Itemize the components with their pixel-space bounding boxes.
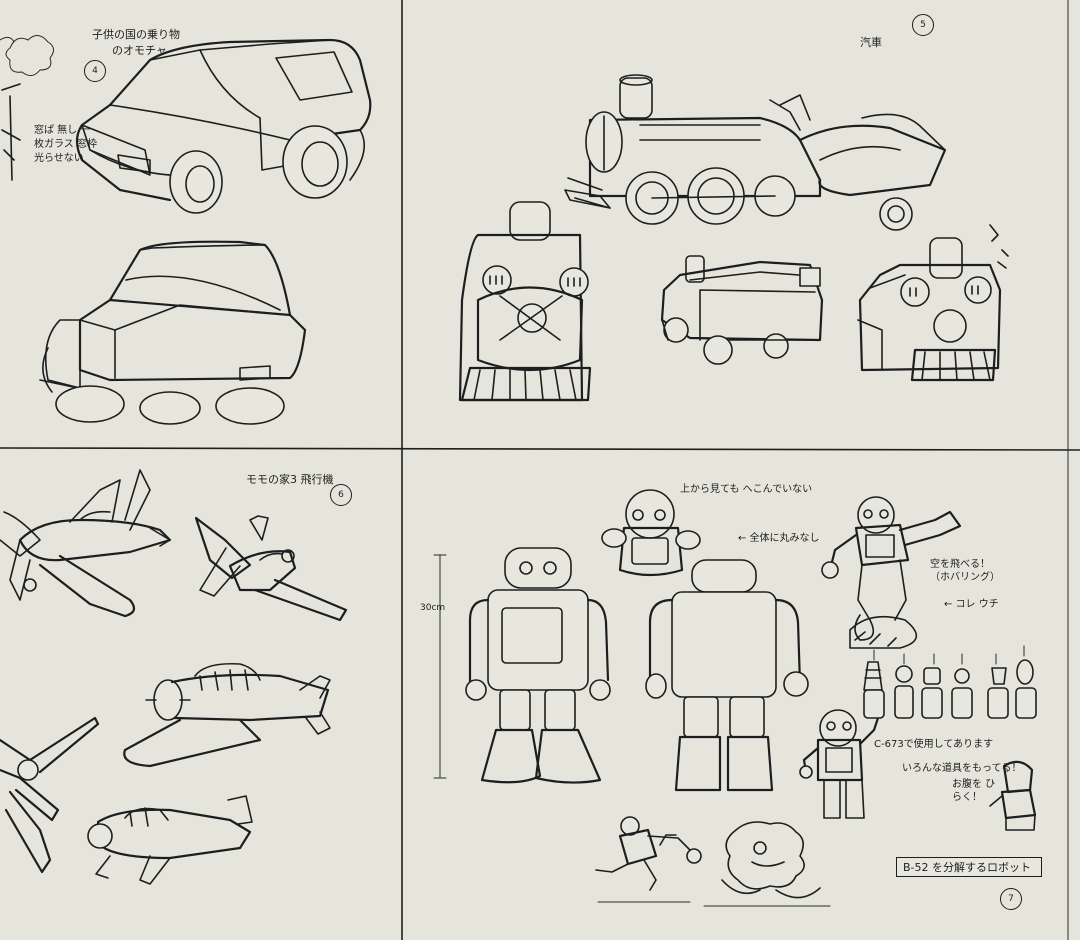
robot-top-view [601,489,701,577]
sheet-caption: B-52 を分解するロボット [896,857,1042,877]
robot-tool-parts [863,645,1037,719]
car-left-edge-doodle [1,83,21,181]
page-number-plane: 6 [330,484,352,506]
toy-train-front-view [458,201,592,402]
robot-small-tools [799,709,882,819]
robot-side-note: ← 全体に丸みなし [738,533,820,544]
robot-tools-note: いろんな道具をもってる！ [902,763,1022,774]
toy-car-front-three-quarter [75,38,372,214]
toy-train-rear-view [660,255,824,365]
toy-plane-side-bottom [87,795,253,885]
robot-flying-view [821,496,962,649]
car-title-line1: 子供の国の乗り物 [92,28,180,41]
toy-plane-side-mid [123,662,331,768]
height-label: 30cm [420,603,446,613]
height-marker [433,554,447,779]
robot-opening-belly [989,760,1037,831]
robot-open-note: お腹を ひらく！ [952,779,996,803]
toy-train-back-view [857,224,1009,382]
cloud-doodle [0,35,54,76]
plane-title: モモの家3 飛行機 [246,473,334,486]
robot-walking-arm [595,816,702,903]
page-number-robot: 7 [1000,888,1022,910]
car-side-note: 窓ぱ 無し 一枚ガラス 窓枠 光らせない [34,125,97,164]
robot-back-view [645,559,809,792]
robot-fly-note: 空を飛べる！ （ホバリング） [930,559,1000,583]
robot-front-view [465,547,611,784]
toy-plane-front-three-quarter [0,469,172,618]
robot-usage-note: C-673で使用してあります [874,739,994,750]
page-number-train: 5 [912,14,934,36]
train-title: 汽車 [860,36,882,49]
toy-train-side-view [564,74,947,231]
robot-dust-cloud [703,821,831,907]
toy-plane-propeller-edge [0,716,100,874]
car-title-line2: のオモチャ [112,44,167,57]
robot-top-note: 上から見ても へこんでいない [680,484,813,495]
toy-plane-side-small [194,515,348,622]
toy-car-rear-view [39,240,307,425]
page-number-car: 4 [84,60,106,82]
robot-arrow-note: ← コレ ウチ [944,599,999,610]
